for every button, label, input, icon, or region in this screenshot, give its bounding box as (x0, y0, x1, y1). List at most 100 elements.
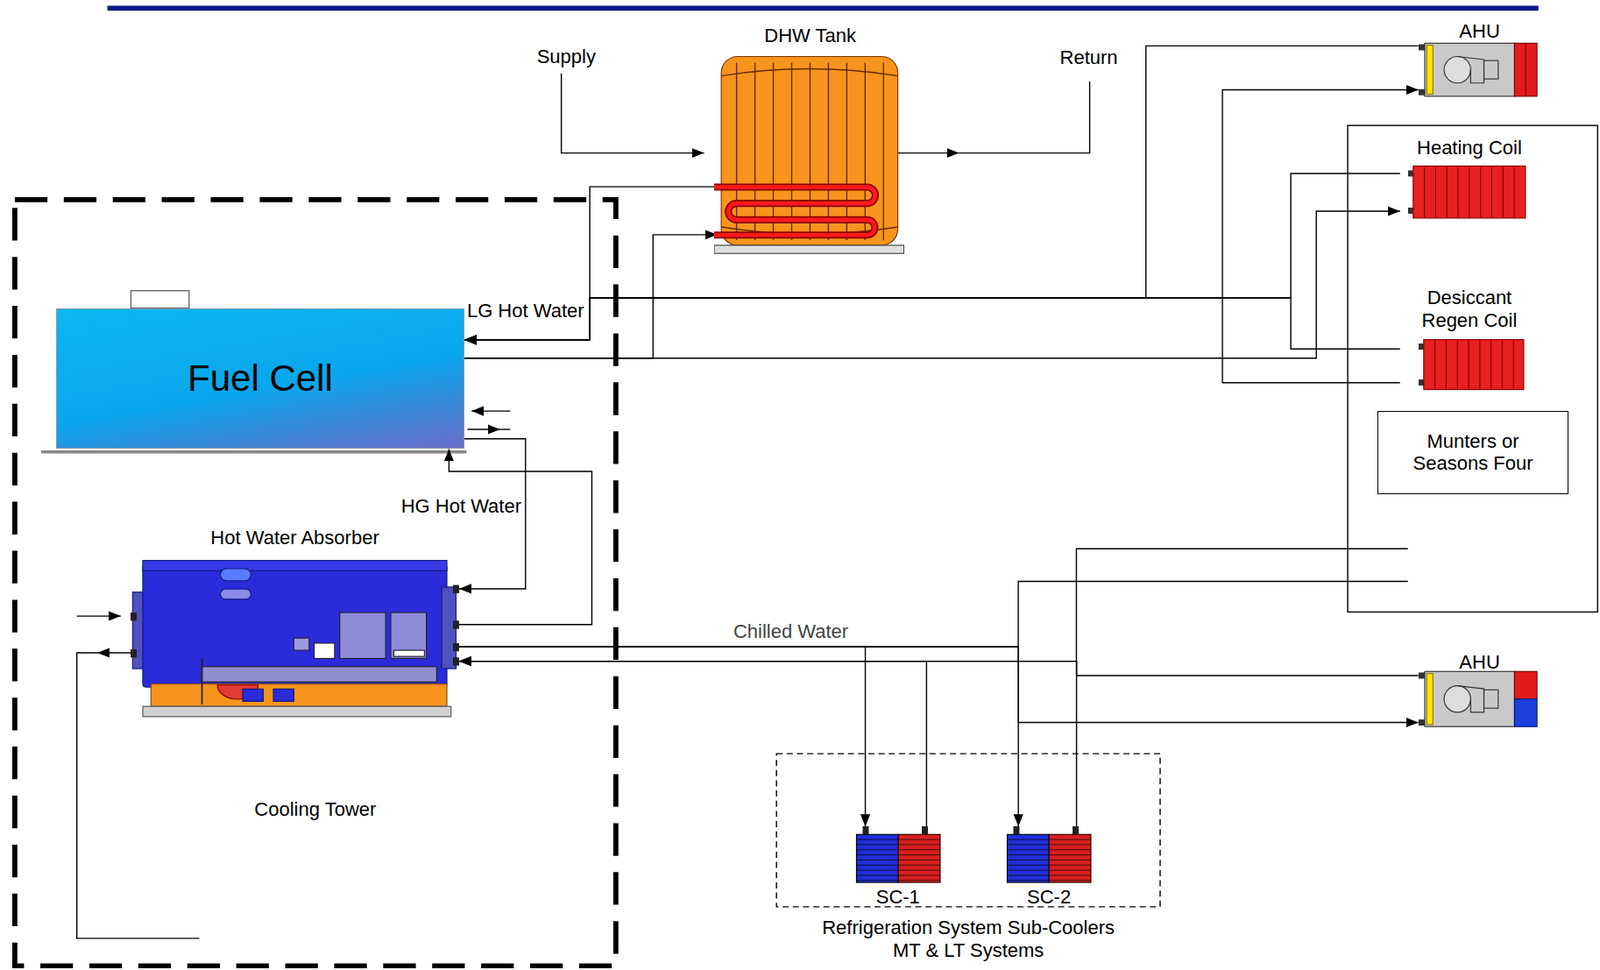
coil-unit: Desiccant Regen Coil (1400, 286, 1539, 394)
fuel-cell-base (41, 450, 467, 454)
equipment-enclosure (1347, 125, 1598, 612)
tank-base (714, 244, 905, 253)
return-pipe (898, 152, 960, 154)
coil-body (1413, 166, 1526, 219)
tank-stave (883, 62, 885, 241)
node-label: Heating Coil (1416, 136, 1523, 159)
absorber-chiller: Hot Water Absorber (130, 526, 460, 719)
sight-glass (220, 588, 252, 600)
plate-line (856, 849, 940, 851)
plate-line (1006, 854, 1091, 856)
coil-fin (1435, 167, 1437, 218)
node-label: Munters or Seasons Four (1407, 430, 1539, 475)
plate-line (856, 864, 940, 866)
equipment-drawing (1418, 41, 1542, 99)
tank-stave (846, 62, 848, 241)
coil-fin (1514, 167, 1516, 218)
plate-line (856, 854, 940, 856)
tank-stave (864, 62, 866, 241)
coil-fin (1490, 340, 1492, 390)
coil-body (1423, 339, 1524, 390)
tank-node: DHW Tank (717, 24, 904, 255)
coil-fin (1434, 340, 1436, 390)
equipment-drawing (714, 53, 905, 255)
chilled-pipe (1076, 548, 1408, 661)
node-label: SC-1 (876, 885, 921, 908)
drawing-group (1006, 826, 1091, 883)
pipe-connector (459, 646, 866, 827)
equipment-drawing (1004, 826, 1094, 885)
ahu-unit: AHU (1418, 20, 1542, 99)
coil-fin (1423, 167, 1425, 218)
plate-line (856, 870, 940, 871)
pipe-connector (464, 211, 1401, 359)
filter-strip (1426, 673, 1433, 725)
pipe-label: Supply (537, 46, 596, 69)
skid-base (142, 706, 452, 717)
nozzle (453, 643, 460, 652)
pipe-connector (459, 661, 1077, 828)
pipe-connector (459, 646, 1419, 723)
node-label: Fuel Cell (187, 357, 333, 400)
subcooler: SC-1 (849, 826, 948, 908)
hot-coil (1514, 42, 1537, 97)
equipment-drawing (853, 826, 943, 885)
label-holder: HG Hot Water (401, 495, 522, 517)
pipe-connector (464, 297, 1401, 349)
coil-fin (1502, 167, 1504, 218)
pump (273, 688, 294, 701)
filter-strip (1426, 44, 1433, 94)
control-panel (390, 612, 427, 659)
fuel-cell: Fuel Cell (56, 308, 465, 450)
node-label: Desiccant Regen Coil (1412, 286, 1527, 332)
shell-lip (142, 559, 447, 571)
drawing-group (856, 826, 940, 883)
fan (1444, 686, 1471, 713)
plate-line (1006, 870, 1091, 871)
plate-line (1006, 879, 1091, 881)
control-panel (339, 612, 386, 659)
region-outline (775, 752, 1162, 908)
node-label: AHU (1458, 651, 1500, 673)
equipment-drawing (1418, 669, 1542, 730)
node-label: Refrigeration System Sub-Coolers MT & LT… (813, 916, 1125, 962)
coil-fin (1467, 340, 1469, 390)
coil-fin (1468, 167, 1470, 218)
display (314, 643, 335, 659)
node-label: AHU (1458, 20, 1500, 43)
plate-line (1006, 875, 1091, 877)
subcooler-group: Refrigeration System Sub-Coolers MT & LT… (775, 752, 1162, 965)
chilled-pipe (1018, 581, 1409, 647)
drawing-group (714, 56, 905, 254)
pipe-connector (459, 646, 1019, 827)
generator-tank (150, 683, 447, 707)
node-label: DHW Tank (764, 24, 857, 47)
cold-coil (1514, 699, 1537, 727)
pipe-label: LG Hot Water (467, 300, 585, 323)
label-holder: Return (1060, 47, 1119, 70)
fan-motor (1483, 60, 1498, 79)
nozzle (130, 612, 137, 621)
pipe-connector (459, 661, 927, 828)
plate-line (1006, 859, 1091, 861)
plate-line (856, 859, 940, 861)
tank-stave (754, 62, 756, 241)
title-bar (107, 5, 1539, 11)
equipment-box: Munters or Seasons Four (1377, 410, 1569, 494)
plate-line (856, 844, 940, 846)
pipe-connector (448, 448, 592, 624)
drawing-group (1418, 42, 1537, 97)
fuel-cell-tab (130, 290, 189, 309)
nozzle (453, 620, 460, 629)
coil-fin (1501, 340, 1503, 390)
plate-line (856, 879, 940, 881)
tower-pipe (97, 651, 131, 653)
pipe-connector (464, 186, 718, 340)
fan-scroll (1457, 56, 1484, 83)
coil-fin (1512, 340, 1514, 390)
tank-stave (809, 62, 811, 241)
sight-glass (220, 568, 252, 581)
node-label: Cooling Tower (254, 798, 376, 821)
plate-line (1006, 849, 1091, 851)
equipment-drawing (1408, 162, 1531, 221)
